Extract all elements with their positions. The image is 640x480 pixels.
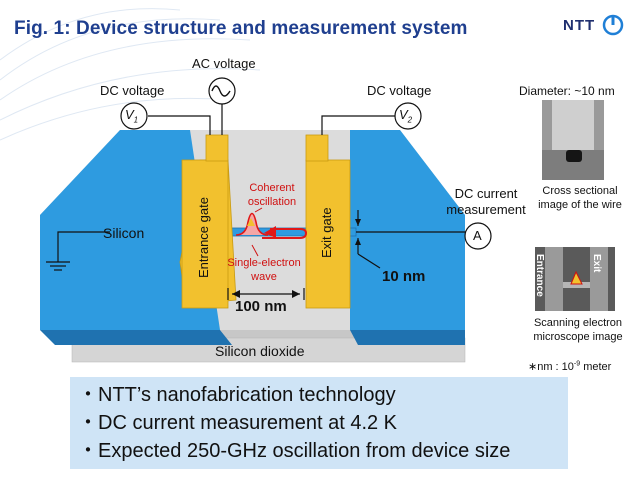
v1-source-icon (120, 102, 148, 130)
sem-entrance-label: Entrance (534, 254, 545, 297)
background-swirl (0, 8, 261, 141)
page-title: Fig. 1: Device structure and measurement… (14, 18, 468, 39)
dc-current-measurement-label: DC current measurement (446, 186, 526, 217)
sem-exit-label: Exit (591, 254, 602, 273)
entrance-gate-riser (205, 134, 229, 162)
cross-section-caption: Cross sectional image of the wire (538, 185, 622, 211)
bullet-item: ・DC current measurement at 4.2 K (78, 412, 398, 434)
bullet-item: ・Expected 250-GHz oscillation from devic… (78, 440, 511, 462)
exit-gate-body (305, 159, 351, 309)
v2-source-icon (394, 102, 422, 130)
ntt-logo-icon (602, 14, 624, 36)
sem-image (535, 247, 615, 311)
sem-caption: Scanning electron microscope image (533, 317, 623, 343)
v2-label: V2 (399, 107, 413, 125)
bullet-item: ・NTT’s nanofabrication technology (78, 384, 396, 406)
silicon-dioxide-label: Silicon dioxide (215, 343, 305, 359)
ammeter-icon (464, 222, 492, 250)
gap-dimension (227, 288, 305, 300)
silicon-left-top (40, 130, 220, 330)
diameter-label: Diameter: ~10 nm (519, 84, 615, 98)
exit-gate-riser (305, 134, 329, 162)
entrance-gate-label: Entrance gate (196, 197, 211, 278)
single-electron-wave-label: Single-electron wave (227, 257, 301, 283)
ac-voltage-label: AC voltage (192, 56, 256, 71)
silicon-label: Silicon (103, 225, 145, 241)
v1-label: V1 (125, 107, 139, 125)
width-label: 10 nm (382, 268, 426, 285)
dc-voltage-left-label: DC voltage (100, 83, 165, 98)
brand-name: NTT (563, 17, 596, 34)
dc-voltage-right-label: DC voltage (367, 83, 432, 98)
summary-box: ・NTT’s nanofabrication technology ・DC cu… (70, 377, 568, 469)
cross-section-image (542, 100, 604, 180)
exit-gate-label: Exit gate (319, 207, 334, 258)
silicon-right-top (350, 130, 465, 330)
oscillation-arrow (262, 228, 308, 239)
entrance-gate-body (181, 159, 229, 309)
unit-note: ∗nm : 10-9 meter (528, 360, 612, 373)
wiring (46, 104, 466, 271)
gap-label: 100 nm (235, 298, 287, 315)
ac-source-icon (208, 77, 236, 105)
silicon-left-front (40, 330, 232, 345)
ammeter-label: A (473, 228, 482, 243)
silicon-right-front (350, 330, 465, 345)
coherent-oscillation-label: Coherent oscillation (247, 182, 297, 208)
